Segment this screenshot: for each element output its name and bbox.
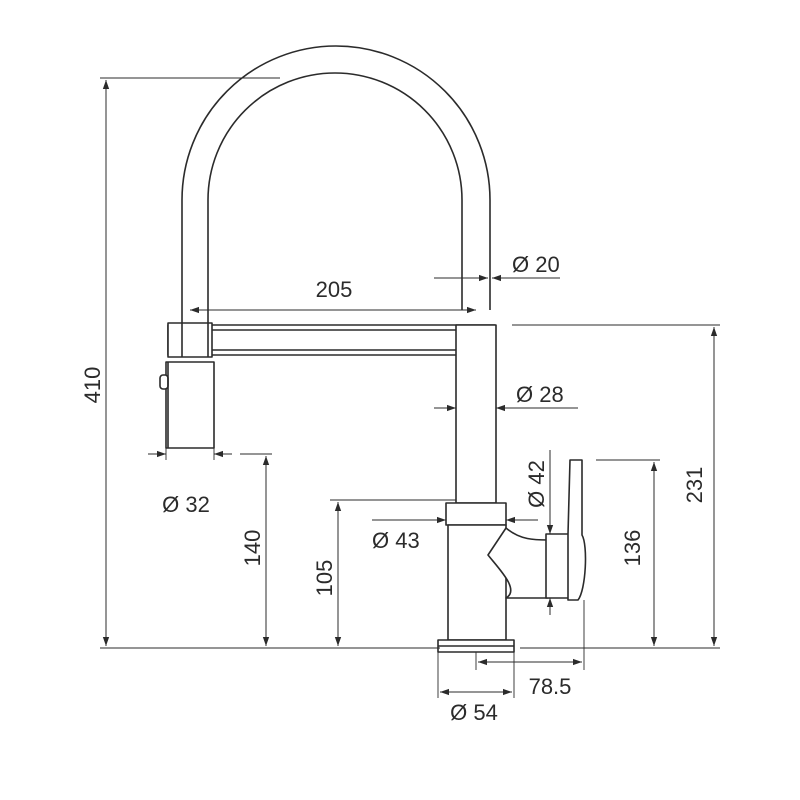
dimension-lines <box>100 77 720 698</box>
dim-spray-head-height: 140 <box>240 530 265 567</box>
dim-body-diameter: Ø 28 <box>516 382 564 407</box>
dim-body-height: 231 <box>682 467 707 504</box>
dim-overall-height: 410 <box>80 367 105 404</box>
faucet-collar <box>445 502 507 526</box>
holder-ring <box>167 322 213 358</box>
dim-spout-diameter: Ø 20 <box>512 252 560 277</box>
handle-block <box>545 533 571 599</box>
dim-handle-diameter: Ø 42 <box>524 460 549 508</box>
dim-base-diameter: Ø 54 <box>450 700 498 725</box>
dim-handle-top-height: 136 <box>620 530 645 567</box>
lever <box>567 459 587 601</box>
spout-arc <box>181 45 491 325</box>
faucet-body <box>455 324 497 504</box>
spray-button <box>159 374 169 390</box>
handle-arm <box>487 527 549 599</box>
dim-handle-reach: 78.5 <box>529 674 572 699</box>
dim-collar-diameter: Ø 43 <box>372 528 420 553</box>
spout-arc-inner <box>207 72 463 325</box>
dim-lever-height: 105 <box>312 560 337 597</box>
dim-spray-head-diameter: Ø 32 <box>162 492 210 517</box>
dimension-labels: 410 205 Ø 20 Ø 28 Ø 32 140 105 Ø 43 Ø 42… <box>80 252 707 725</box>
dim-reach: 205 <box>316 277 353 302</box>
spray-head <box>165 361 215 449</box>
faucet-outline <box>159 45 587 653</box>
